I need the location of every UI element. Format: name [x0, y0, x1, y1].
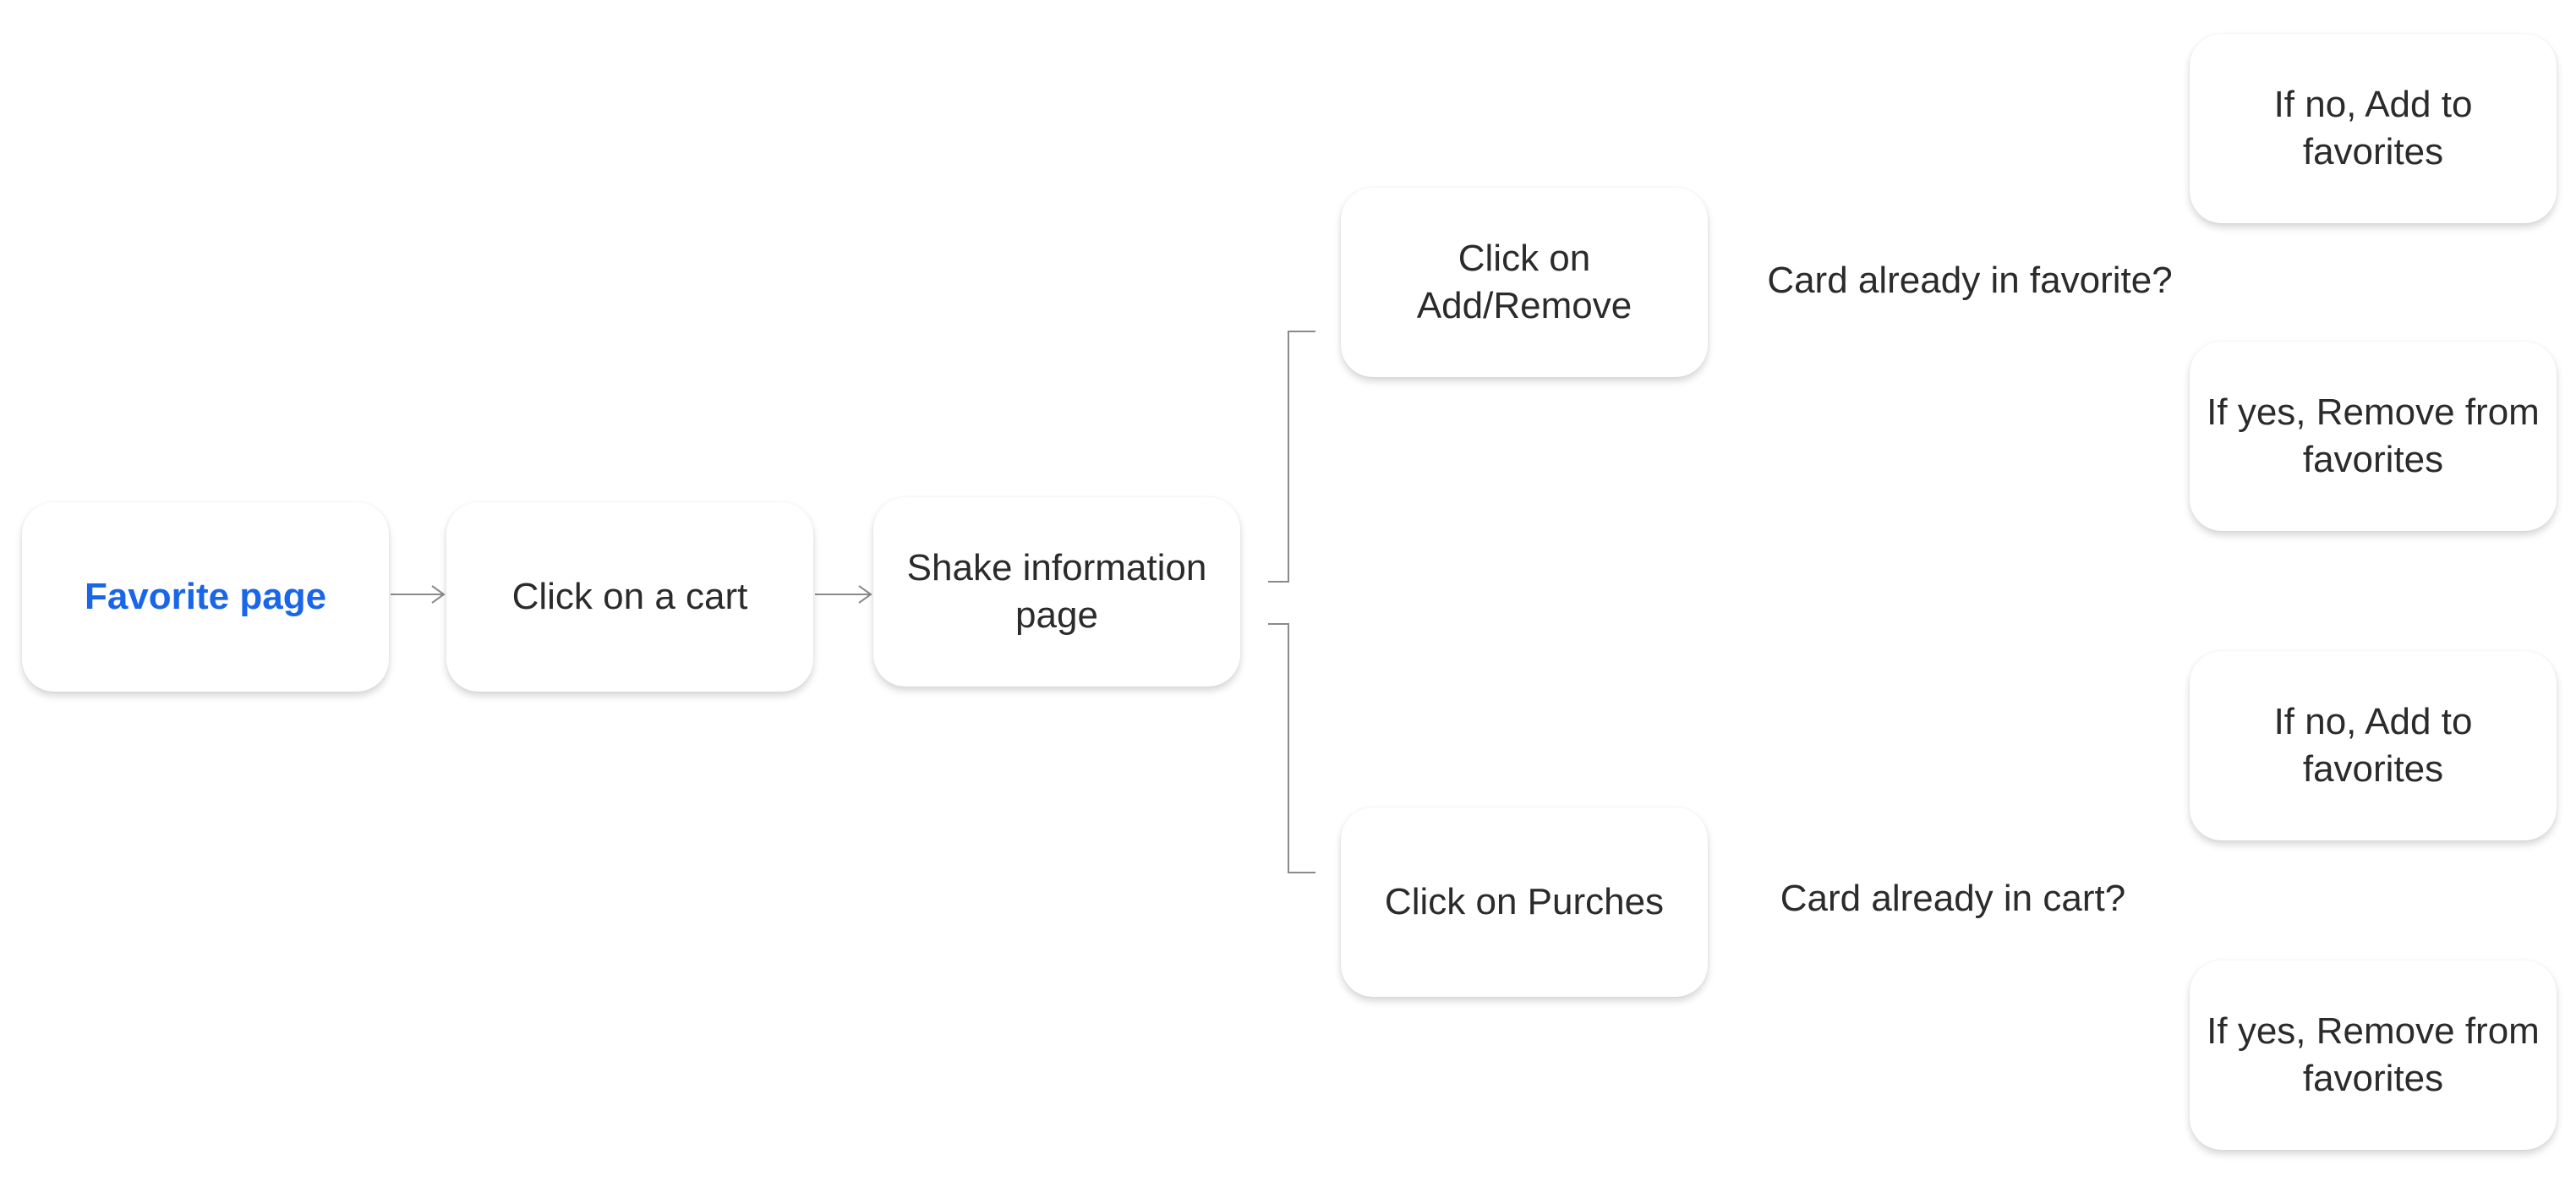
arrowhead-favorite-to-cart — [431, 585, 446, 604]
favorite-if-yes-node[interactable]: If yes, Remove from favorites — [2190, 342, 2557, 531]
click-purches-node[interactable]: Click on Purches — [1341, 807, 1708, 997]
cart-if-yes-node[interactable]: If yes, Remove from favorites — [2190, 960, 2557, 1150]
shake-information-page-label: Shake information page — [906, 547, 1207, 636]
click-purches-label: Click on Purches — [1384, 881, 1665, 922]
question-in-favorite: Card already in favorite? — [1767, 260, 2173, 301]
question-in-cart: Card already in cart? — [1780, 878, 2126, 919]
favorite-page-node[interactable]: Favorite page — [22, 502, 389, 692]
favorite-page-label: Favorite page — [84, 576, 327, 617]
favorite-if-no-node[interactable]: If no, Add to favorites — [2190, 34, 2557, 223]
arrowhead-cart-to-shake — [858, 585, 872, 604]
click-on-cart-label: Click on a cart — [511, 576, 748, 617]
favorite-if-yes-label: If yes, Remove from favorites — [2207, 391, 2540, 480]
click-add-remove-label: Click on Add/Remove — [1416, 238, 1633, 326]
click-on-cart-node[interactable]: Click on a cart — [446, 502, 813, 692]
bracket-to-add-remove — [1268, 331, 1315, 583]
shake-information-page-node[interactable]: Shake information page — [873, 497, 1240, 687]
cart-if-yes-label: If yes, Remove from favorites — [2207, 1010, 2540, 1099]
cart-if-no-node[interactable]: If no, Add to favorites — [2190, 651, 2557, 840]
bracket-to-purches — [1268, 623, 1315, 873]
favorite-if-no-label: If no, Add to favorites — [2273, 84, 2473, 172]
click-add-remove-node[interactable]: Click on Add/Remove — [1341, 188, 1708, 377]
cart-if-no-label: If no, Add to favorites — [2273, 701, 2473, 790]
